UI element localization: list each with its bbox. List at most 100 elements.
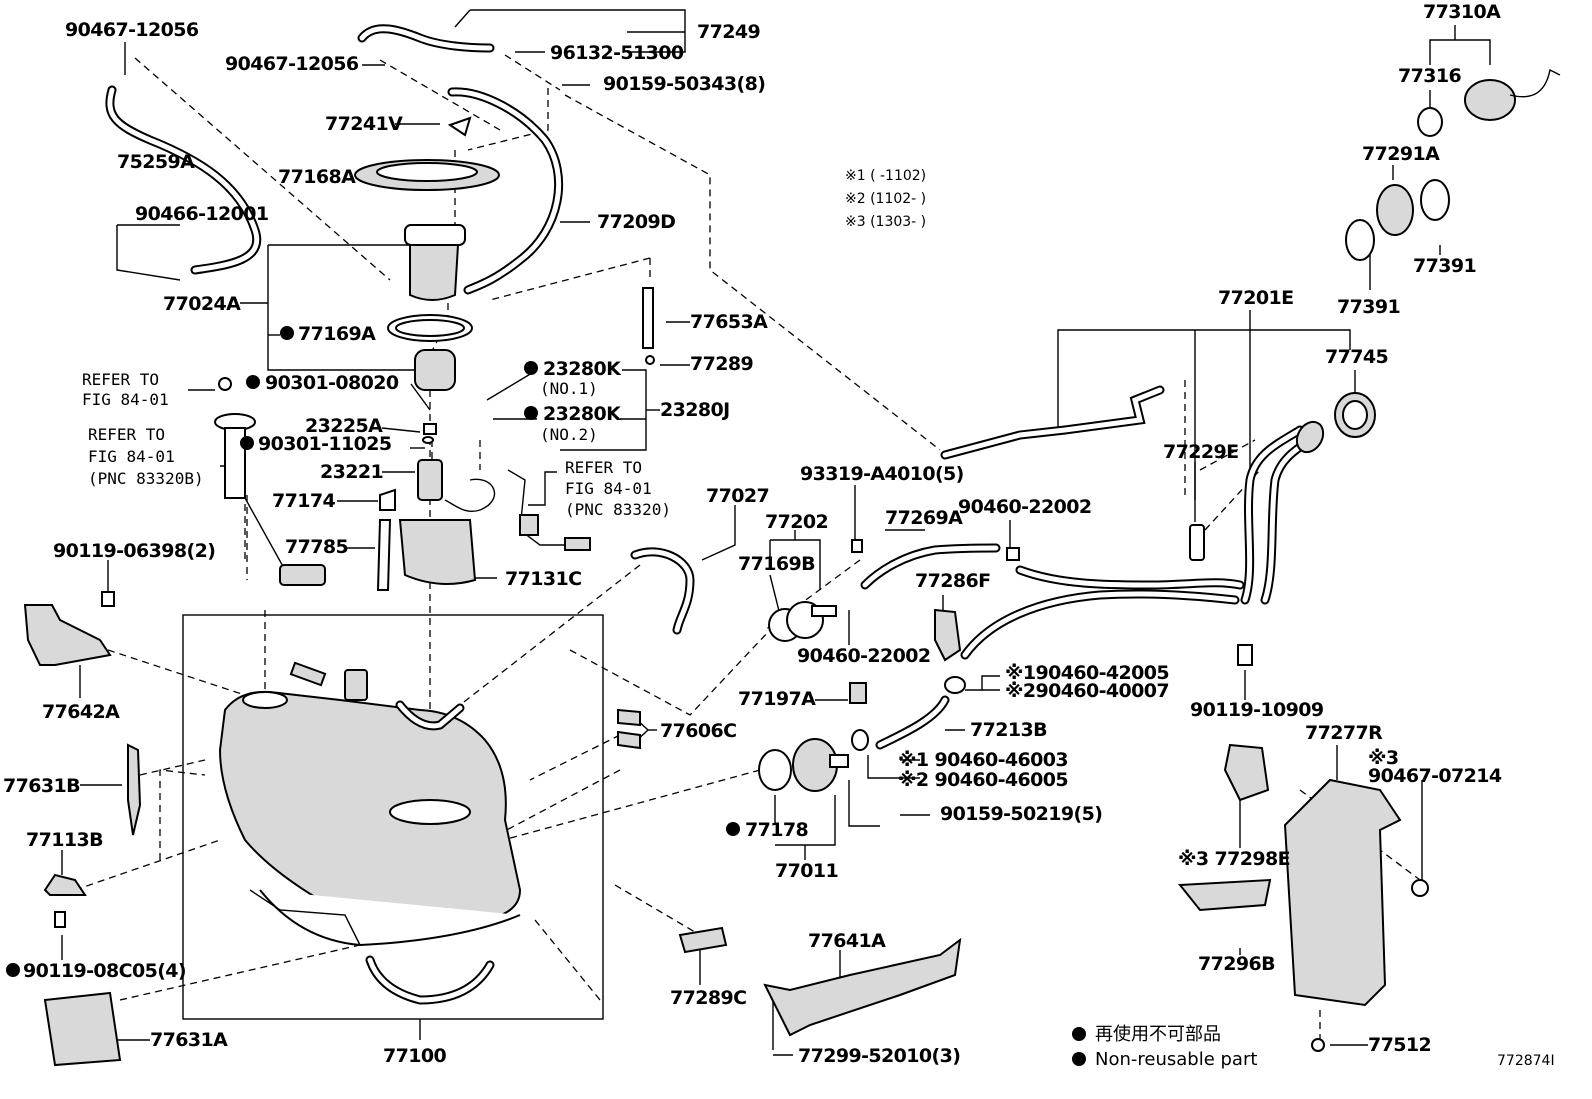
label-77131C: 77131C [505,568,581,590]
label-77168A: 77168A [278,166,356,188]
label-90460-40007: ※290460-40007 [1005,680,1169,702]
label-90159-50219: 90159-50219(5) [940,803,1102,825]
label-23225A: 23225A [305,415,383,437]
part-filler-neck [1178,68,1561,1052]
part-brackets-left [23,591,142,1067]
label-23280K-2-note: (NO.2) [540,425,598,444]
label-90460-22002-b: 90460-22002 [797,645,931,667]
legend-english: Non-reusable part [1095,1049,1257,1070]
label-77642A: 77642A [42,701,120,723]
label-77391-a: 77391 [1413,255,1476,277]
label-93319-A4010: 93319-A4010(5) [800,463,964,485]
label-75259A: 75259A [117,151,195,173]
label-77213B: 77213B [970,719,1047,741]
label-77277R: 77277R [1305,722,1383,744]
note-1: ※1 ( -1102) [845,168,926,184]
label-refer-2b: FIG 84-01 [88,447,175,466]
nonreusable-dot [246,375,260,389]
label-90460-46003: ※1 90460-46003 [898,749,1068,771]
label-77178: 77178 [745,819,808,841]
label-77011: 77011 [775,860,838,882]
label-90119-08C05: 90119-08C05(4) [23,960,186,982]
part-fuel-pump-assembly [214,116,655,591]
label-90467-07214: 90467-07214 [1368,765,1502,787]
label-77202: 77202 [765,511,828,533]
label-90467-12056-b: 90467-12056 [225,53,359,75]
label-77631A: 77631A [150,1029,228,1051]
label-77296B: 77296B [1198,953,1275,975]
label-77113B: 77113B [26,829,103,851]
figure-id: 772874I [1497,1053,1555,1069]
label-77631B: 77631B [3,775,80,797]
label-77201E: 77201E [1218,287,1293,309]
label-refer-1b: FIG 84-01 [82,390,169,409]
label-77316: 77316 [1398,65,1461,87]
label-77269A: 77269A [885,507,963,529]
label-77027: 77027 [706,485,769,507]
label-77289C: 77289C [670,987,746,1009]
label-77024A: 77024A [163,293,241,315]
label-77653A: 77653A [690,311,768,333]
part-labels: 90467-12056 90467-12056 77249 96132-5130… [3,1,1502,1067]
label-90119-10909: 90119-10909 [1190,699,1324,721]
nonreusable-dot [280,326,294,340]
nonreusable-dot [524,361,538,375]
label-23280J: 23280J [660,399,730,421]
label-90460-46005: ※2 90460-46005 [898,769,1068,791]
part-fuel-tank [218,661,522,1005]
legend-dot-icon [1072,1052,1086,1066]
part-center [617,539,1245,1037]
label-77169A: 77169A [298,323,376,345]
part-hoses-top [105,24,1165,460]
applicability-notes: ※1 ( -1102) ※2 (1102- ) ※3 (1303- ) [845,168,926,230]
label-refer-3c: (PNC 83320) [565,500,671,519]
label-77197A: 77197A [738,688,816,710]
label-77391-b: 77391 [1337,296,1400,318]
label-refer-3b: FIG 84-01 [565,479,652,498]
note-3: ※3 (1303- ) [845,214,926,230]
label-77641A: 77641A [808,930,886,952]
label-refer-2a: REFER TO [88,425,165,444]
label-77169B: 77169B [738,553,815,575]
legend-dot-icon [1072,1027,1086,1041]
label-77298E: ※3 77298E [1178,848,1290,870]
label-90301-11025: 90301-11025 [258,433,392,455]
label-90460-22002-a: 90460-22002 [958,496,1092,518]
label-77286F: 77286F [915,570,990,592]
label-23221: 23221 [320,461,383,483]
label-96132-51300: 96132-51300 [550,42,684,64]
label-90159-50343: 90159-50343(8) [603,73,765,95]
legend: 再使用不可部品 Non-reusable part [1072,1024,1257,1070]
nonreusable-dot [726,822,740,836]
label-90301-08020: 90301-08020 [265,372,399,394]
note-2: ※2 (1102- ) [845,191,926,207]
label-90467-07214-note: ※3 [1368,747,1399,769]
label-23280K-1-note: (NO.1) [540,379,598,398]
label-refer-2c: (PNC 83320B) [88,469,204,488]
label-77209D: 77209D [597,211,675,233]
nonreusable-dot [524,406,538,420]
legend-japanese: 再使用不可部品 [1095,1024,1221,1045]
label-77174: 77174 [272,490,335,512]
label-77299-52010: 77299-52010(3) [798,1045,960,1067]
label-23280K-1: 23280K [543,358,622,380]
label-77785: 77785 [285,536,348,558]
label-77745: 77745 [1325,346,1388,368]
label-77100: 77100 [383,1045,446,1067]
label-refer-3a: REFER TO [565,458,642,477]
nonreusable-dot [240,436,254,450]
label-77606C: 77606C [660,720,736,742]
label-77249: 77249 [697,21,760,43]
label-90466-12001: 90466-12001 [135,203,269,225]
nonreusable-dot [6,963,20,977]
label-77229E: 77229E [1163,441,1238,463]
label-90460-42005: ※190460-42005 [1005,662,1169,684]
label-77289: 77289 [690,353,753,375]
label-refer-1a: REFER TO [82,370,159,389]
label-23280K-2: 23280K [543,403,622,425]
label-77512: 77512 [1368,1034,1431,1056]
label-77241V: 77241V [325,113,403,135]
label-90119-06398: 90119-06398(2) [53,540,215,562]
